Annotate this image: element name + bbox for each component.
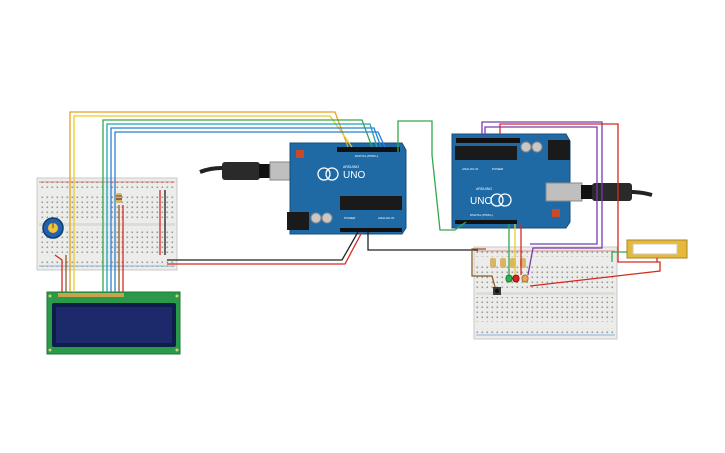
arduino-right-power-label: POWER — [492, 167, 504, 171]
arduino-left-analog-label: ANALOG IN — [378, 216, 394, 220]
piezo-buzzer[interactable] — [626, 239, 688, 259]
wires — [54, 111, 661, 292]
lcd-16x2[interactable] — [46, 291, 181, 355]
arduino-left-maker: ARDUINO — [343, 165, 359, 169]
push-button[interactable] — [493, 287, 501, 295]
arduino-right-digital-label: DIGITAL (PWM~) — [470, 213, 493, 217]
led-green[interactable] — [505, 274, 513, 283]
arduino-uno-right[interactable]: UNO ARDUINO ANALOG IN POWER DIGITAL (PWM… — [451, 133, 653, 229]
arduino-right-analog-label: ANALOG IN — [462, 167, 478, 171]
arduino-left-brand: UNO — [343, 170, 365, 181]
arduino-right-maker: ARDUINO — [476, 187, 492, 191]
resistor-left[interactable] — [116, 193, 122, 203]
arduino-left-power-label: POWER — [344, 216, 356, 220]
led-red[interactable] — [512, 274, 520, 283]
breadboard-right[interactable] — [473, 246, 618, 340]
arduino-right-brand: UNO — [470, 196, 492, 207]
led-orange[interactable] — [521, 274, 529, 283]
potentiometer[interactable] — [42, 217, 64, 239]
arduino-uno-left[interactable]: UNO ARDUINO DIGITAL (PWM~) POWER ANALOG … — [199, 142, 407, 235]
arduino-left-digital-label: DIGITAL (PWM~) — [355, 154, 378, 158]
